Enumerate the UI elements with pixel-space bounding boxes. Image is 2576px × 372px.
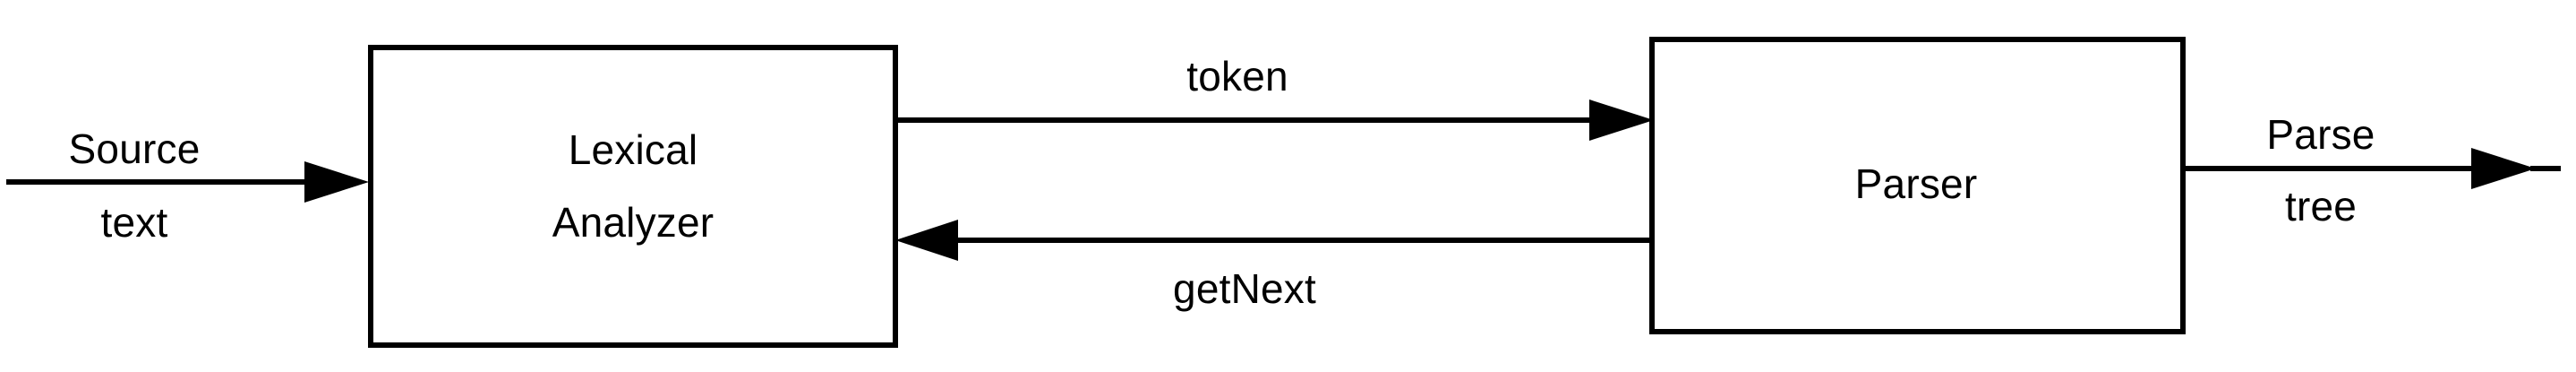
token-arrowhead xyxy=(1589,99,1654,141)
edge-label-token: token xyxy=(1186,53,1288,99)
edge-source-text xyxy=(6,161,369,203)
edge-label-parse-tree-line1: Parse xyxy=(2266,111,2375,158)
parser-box[interactable] xyxy=(1649,37,2186,334)
edge-parse-tree xyxy=(2183,148,2561,189)
get-next-arrowhead xyxy=(895,220,958,261)
node-label-lexical-analyzer-line1: Lexical xyxy=(568,126,698,173)
edge-label-source-text-line2: text xyxy=(100,199,168,246)
source-text-arrowhead xyxy=(304,161,369,203)
edge-label-source-text-line1: Source xyxy=(68,125,201,172)
node-label-lexical-analyzer-line2: Analyzer xyxy=(552,199,715,246)
edge-label-parse-tree-line2: tree xyxy=(2284,183,2358,229)
lexical-analyzer-box[interactable] xyxy=(368,45,898,348)
edge-token xyxy=(895,99,1654,141)
edge-get-next xyxy=(895,220,1652,261)
edge-label-get-next: getNext xyxy=(1173,265,1316,312)
parse-tree-arrowhead xyxy=(2471,148,2536,189)
node-label-parser: Parser xyxy=(1854,160,1978,207)
